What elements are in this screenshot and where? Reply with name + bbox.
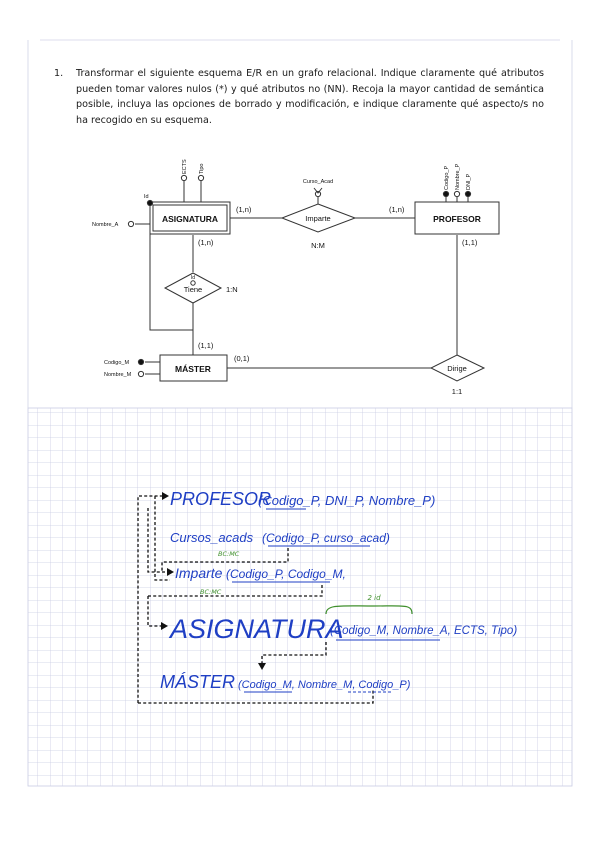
- hw-asignatura-attrs: (Codigo_M, Nombre_A, ECTS, Tipo): [330, 625, 517, 637]
- card-prof-imparte: (1,n): [389, 205, 405, 214]
- hw-profesor-attrs: (Codigo_P, DNI_P, Nombre_P): [258, 493, 435, 508]
- hw-cursos-attrs: (Codigo_P, curso_acad): [262, 531, 390, 545]
- entity-asignatura: ASIGNATURA: [149, 201, 231, 235]
- entity-asignatura-label: ASIGNATURA: [162, 214, 218, 224]
- hw-relations: PROFESOR (Codigo_P, DNI_P, Nombre_P) Cur…: [160, 489, 517, 692]
- entity-profesor: PROFESOR: [414, 201, 500, 235]
- relationship-dirige: Dirige: [429, 354, 486, 382]
- attr-id-tiene-label: Id: [191, 275, 195, 281]
- relationship-imparte-label: Imparte: [305, 214, 330, 223]
- attr-tipo-label: Tipo: [199, 164, 205, 175]
- cardinality-labels: (1,n) (1,n) (1,n) (1,1) (1,1) (0,1) N:M …: [198, 205, 478, 396]
- hw-master-attrs: (Codigo_M, Nombre_M, Codigo_P): [238, 679, 411, 691]
- note-2id: 2 id: [367, 594, 381, 602]
- relationship-tiene: Tiene: [163, 272, 223, 304]
- attr-nombre-p-label: Nombre_P: [455, 163, 461, 190]
- attribute-labels: ECTS Tipo Id Nombre_A Curso_Acad Codigo_…: [92, 159, 472, 378]
- grid-paper: [27, 407, 573, 787]
- relationship-imparte: Imparte: [280, 203, 357, 233]
- fk-arrows: [137, 495, 374, 704]
- entity-master: MÁSTER: [159, 354, 228, 382]
- attr-curso-acad-label: Curso_Acad: [303, 179, 333, 185]
- entity-master-label: MÁSTER: [175, 364, 211, 374]
- hw-imparte-name: Imparte: [175, 565, 223, 581]
- attr-codigo-p-label: Codigo_P: [444, 166, 450, 190]
- attr-dni-p-label: DNI_P: [466, 173, 472, 190]
- arrowheads: [161, 492, 266, 670]
- card-asig-imparte: (1,n): [236, 205, 252, 214]
- er-diagram: [135, 181, 469, 375]
- attr-id-asig-label: Id: [144, 194, 149, 200]
- attribute-markers: [127, 174, 472, 378]
- card-asig-tiene: (1,n): [198, 238, 214, 247]
- question-block: 1. Transformar el siguiente esquema E/R …: [54, 66, 544, 128]
- card-prof-dirige: (1,1): [462, 238, 478, 247]
- hw-master-name: MÁSTER: [160, 672, 235, 692]
- question-number: 1.: [54, 68, 64, 79]
- entity-profesor-label: PROFESOR: [433, 214, 481, 224]
- hw-asignatura-name: ASIGNATURA: [168, 614, 344, 644]
- ratio-dirige: 1:1: [452, 387, 462, 396]
- margin-ticks: [27, 39, 573, 408]
- note-bc-mc-2: BC:MC: [200, 588, 222, 596]
- attr-ects-label: ECTS: [182, 159, 188, 174]
- pk-underlines: [232, 508, 440, 693]
- ratio-imparte: N:M: [311, 241, 325, 250]
- ratio-tiene: 1:N: [226, 285, 238, 294]
- note-bc-mc-1: BC:MC: [218, 550, 240, 558]
- question-text: Transformar el siguiente esquema E/R en …: [76, 68, 544, 126]
- attr-nombre-a-label: Nombre_A: [92, 222, 119, 228]
- card-master-tiene: (1,1): [198, 341, 214, 350]
- hw-cursos-name: Cursos_acads: [170, 530, 254, 545]
- card-master-dirige: (0,1): [234, 354, 250, 363]
- green-notes: BC:MC BC:MC 2 id: [200, 550, 413, 615]
- relationship-dirige-label: Dirige: [447, 364, 467, 373]
- attr-codigo-m-label: Codigo_M: [104, 360, 129, 366]
- hw-imparte-attrs: (Codigo_P, Codigo_M,: [226, 567, 346, 581]
- hw-profesor-name: PROFESOR: [170, 489, 271, 509]
- attr-nombre-m-label: Nombre_M: [104, 372, 132, 378]
- relationship-tiene-label: Tiene: [184, 285, 202, 294]
